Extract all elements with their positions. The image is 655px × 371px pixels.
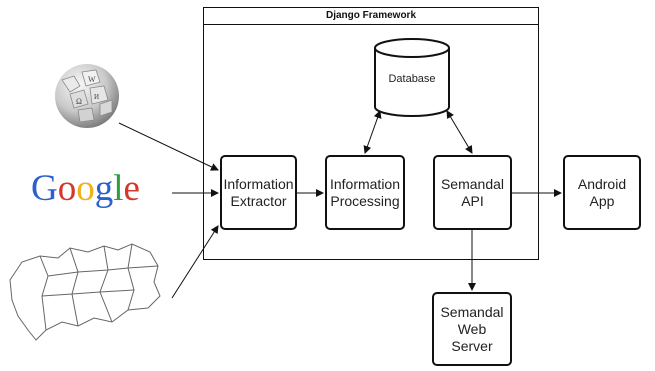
google-logo: Google: [31, 167, 140, 210]
google-letter: e: [123, 168, 140, 209]
android-label-line1: Android: [577, 175, 627, 192]
api-label-line2: API: [461, 192, 484, 209]
andalusia-map-icon: [9, 243, 161, 341]
edge-map-to-extractor: [171, 225, 219, 299]
webserver-label-line1: Semandal: [440, 303, 504, 320]
processing-label-line1: Information: [329, 175, 401, 192]
database-label: Database: [388, 73, 435, 85]
extractor-label-line2: Extractor: [230, 192, 287, 209]
webserver-label-line2: Web Server: [451, 320, 493, 354]
google-letter: o: [57, 168, 77, 209]
wikipedia-globe-icon: W Ω И: [55, 64, 119, 128]
edge-api-database: [446, 110, 473, 154]
database-node: Database: [374, 38, 450, 117]
extractor-label-line1: Information: [223, 175, 294, 192]
svg-text:W: W: [88, 75, 96, 84]
google-letter: l: [113, 168, 124, 209]
svg-text:И: И: [94, 93, 99, 101]
processing-label-line2: Processing: [330, 192, 400, 209]
android-label-line2: App: [589, 192, 615, 209]
edge-wikipedia-to-extractor: [118, 122, 219, 171]
svg-text:Ω: Ω: [76, 97, 82, 106]
google-letter: g: [94, 168, 114, 209]
google-letter: o: [76, 168, 95, 209]
google-letter: G: [31, 168, 58, 209]
django-framework-title: Django Framework: [203, 7, 539, 25]
edge-processing-database: [363, 110, 382, 154]
api-label-line1: Semandal: [440, 175, 505, 192]
